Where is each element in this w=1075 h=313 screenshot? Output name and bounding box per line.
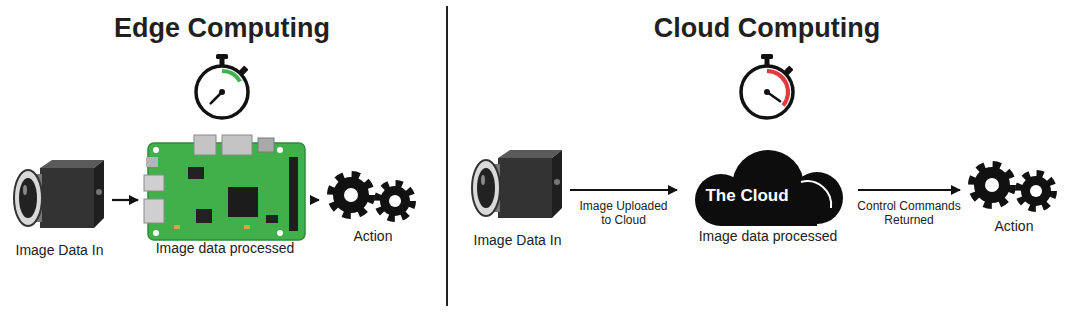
- ethernet-port: [258, 138, 274, 152]
- gear-teeth: [972, 165, 1012, 205]
- lens-glass: [19, 178, 37, 218]
- side-port: [144, 175, 164, 191]
- node-caption: Image data processed: [681, 228, 855, 245]
- flow-arrow: [311, 199, 319, 201]
- main-chip: [228, 187, 258, 217]
- camera-top: [498, 150, 562, 158]
- lens-glint: [481, 175, 485, 185]
- node-caption: Action: [964, 218, 1064, 235]
- gear-hole: [389, 195, 401, 207]
- camera-icon: [14, 160, 104, 228]
- stopwatch-face: [741, 66, 793, 118]
- stopwatch-arc: [222, 71, 240, 82]
- icon-space: [142, 130, 308, 240]
- panel-heading: Edge Computing: [114, 12, 330, 44]
- cloud-node: The CloudImage data processed: [681, 148, 855, 245]
- camera-top: [40, 160, 104, 168]
- camera-screw: [554, 179, 560, 185]
- board-pcb: [148, 143, 305, 240]
- camera-side: [552, 150, 562, 218]
- gpio-header: [289, 157, 298, 231]
- stopwatch-pivot: [764, 89, 770, 95]
- stopwatch-face: [196, 66, 248, 118]
- lens-ring: [472, 160, 500, 216]
- chip: [188, 167, 204, 179]
- icon-space: [964, 156, 1064, 218]
- camera-front: [498, 158, 552, 218]
- gears-icon: [331, 175, 412, 218]
- chip: [266, 215, 278, 223]
- lens-glint: [23, 185, 27, 195]
- mount-hole: [277, 147, 283, 153]
- gears-icon: [972, 165, 1053, 208]
- camera-side: [94, 160, 104, 228]
- panel-heading: Cloud Computing: [654, 12, 880, 44]
- camera-icon: [472, 150, 562, 218]
- gear-body: [333, 177, 369, 213]
- node-caption: Action: [323, 228, 423, 245]
- chip: [196, 209, 212, 223]
- edge-label: Control Commands Returned: [852, 199, 966, 227]
- divider-line: [446, 6, 448, 306]
- flow-arrow: [570, 189, 677, 191]
- edge-label: Image Uploaded to Cloud: [575, 199, 673, 227]
- icon-space: [10, 158, 109, 242]
- gears-node: Action: [964, 156, 1064, 235]
- gear-hole: [1030, 185, 1042, 197]
- side-port: [146, 157, 158, 167]
- stopwatch-pivot: [219, 89, 225, 95]
- board-node: Image data processed: [142, 130, 308, 257]
- gear-hole: [344, 188, 358, 202]
- icon-space: [468, 148, 567, 232]
- node-caption: Image Data In: [468, 232, 567, 249]
- gear-body: [380, 186, 410, 216]
- component: [174, 225, 180, 229]
- camera-front: [40, 168, 94, 228]
- stopwatch-icon: [741, 54, 794, 118]
- gear-body: [1021, 176, 1051, 206]
- camera-node: Image Data In: [468, 148, 567, 249]
- gear-teeth: [1019, 174, 1053, 208]
- stopwatch-icon: [196, 54, 249, 118]
- gears-node: Action: [323, 166, 423, 245]
- lens-ring: [14, 170, 42, 226]
- icon-space: [323, 166, 423, 228]
- flow-arrow: [858, 189, 960, 191]
- node-caption: Image data processed: [142, 240, 308, 257]
- stopwatch-arc: [767, 71, 788, 106]
- board-icon: [144, 135, 305, 240]
- gear-teeth: [378, 184, 412, 218]
- camera-screw: [96, 189, 102, 195]
- mount-hole: [153, 230, 159, 236]
- usb-port: [194, 135, 216, 155]
- side-port: [144, 199, 164, 223]
- cloud-detail: [801, 181, 831, 208]
- gear-body: [974, 167, 1010, 203]
- node-title: The Cloud: [683, 186, 811, 206]
- lens-glass: [477, 168, 495, 208]
- mount-hole: [153, 147, 159, 153]
- camera-node: Image Data In: [10, 158, 109, 259]
- gear-teeth: [331, 175, 371, 215]
- usb-port: [222, 135, 252, 155]
- node-caption: Image Data In: [10, 242, 109, 259]
- flow-arrow: [112, 199, 138, 201]
- gear-hole: [985, 178, 999, 192]
- mount-hole: [277, 230, 283, 236]
- component: [244, 225, 250, 229]
